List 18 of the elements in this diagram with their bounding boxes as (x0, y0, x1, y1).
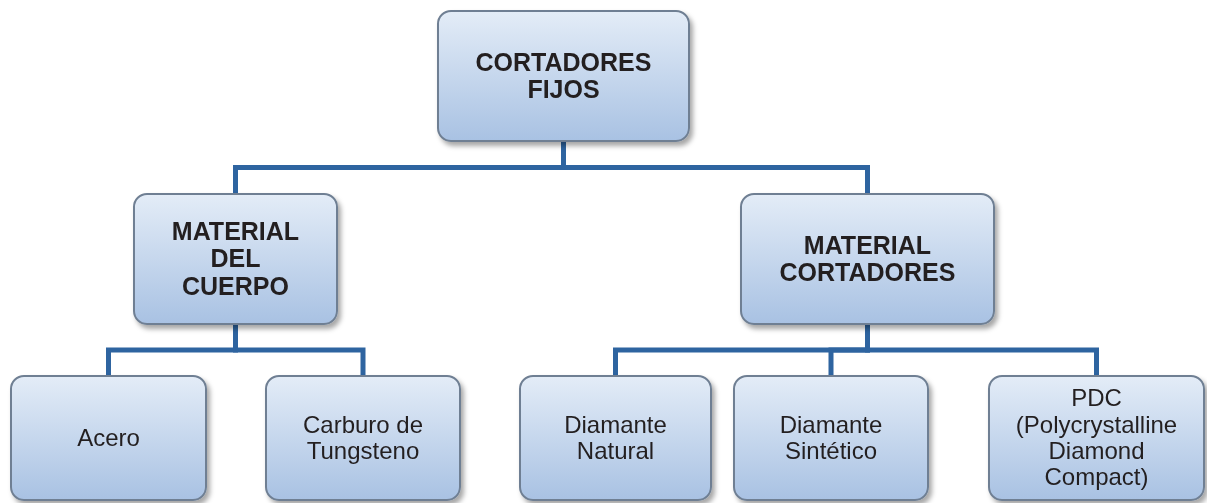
connector-line (865, 325, 1099, 375)
concept-box (10, 375, 207, 501)
concept-box (740, 193, 995, 325)
box-label: MATERIAL DEL CUERPO (170, 217, 301, 301)
box-label: Carburo de Tungsteno (301, 411, 425, 465)
concept-box (265, 375, 461, 501)
box-label: MATERIAL CORTADORES (778, 231, 957, 287)
concept-box (133, 193, 338, 325)
concept-box (437, 10, 690, 142)
connector-line (233, 325, 366, 375)
box-label: PDC (Polycrystalline Diamond Compact) (1014, 385, 1179, 491)
concept-box (519, 375, 712, 501)
concept-box (988, 375, 1205, 501)
box-label: CORTADORES FIJOS (474, 48, 653, 104)
concept-box (733, 375, 929, 501)
box-label: Acero (76, 424, 141, 452)
box-label: Diamante Natural (563, 411, 668, 465)
box-label: Diamante Sintético (778, 411, 884, 465)
